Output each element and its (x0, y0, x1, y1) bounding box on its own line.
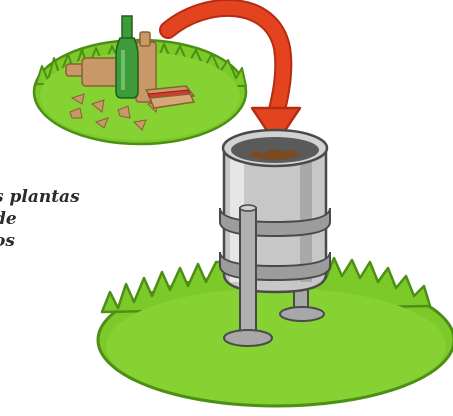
caption-line-2: de (0, 208, 80, 230)
caption-text: s plantas de os (0, 186, 80, 252)
green-bottle-icon (116, 16, 138, 98)
caption-line-1: s plantas (0, 186, 80, 208)
caption-line-3: os (0, 230, 80, 252)
